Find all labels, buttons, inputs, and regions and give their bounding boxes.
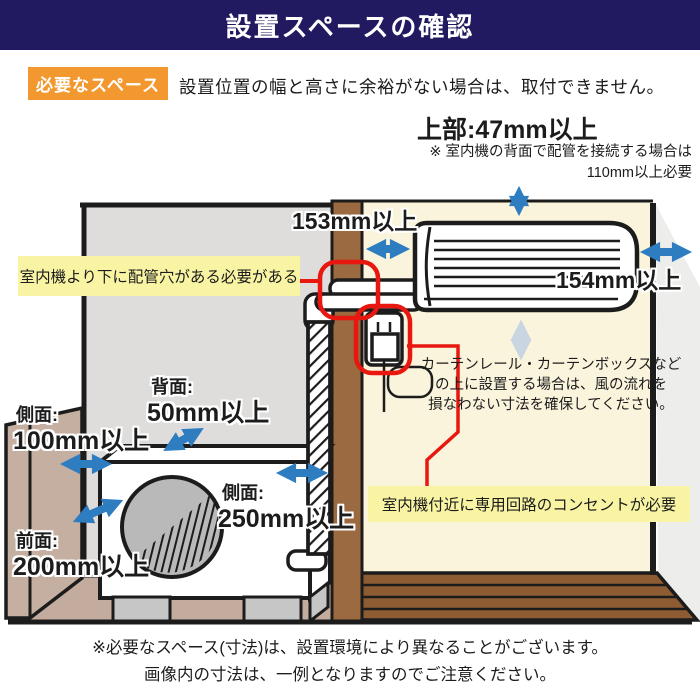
outdoor-unit (94, 441, 336, 625)
curtain-note-line1: カーテンレール・カーテンボックスなど (420, 357, 682, 373)
insulated-pipe (306, 320, 332, 556)
side-right-clearance-value: 250mm以上 (218, 505, 355, 533)
louver-lines (424, 239, 620, 301)
indoor-unit (412, 220, 640, 313)
arrow-front-icon (72, 498, 124, 524)
clearance-arrows (59, 185, 693, 524)
back-clearance-value: 50mm以上 (147, 399, 270, 427)
front-clearance-title: 前面: (16, 531, 58, 551)
curtain-note-line3: 損なわない寸法を確保してください。 (428, 397, 674, 413)
top-clearance-note: ※ 室内機の背面で配管を接続する場合は 110mm以上必要 (404, 142, 692, 184)
required-space-badge: 必要なスペース (28, 67, 168, 100)
front-clearance-value: 200mm以上 (13, 553, 150, 581)
red-highlights (298, 259, 460, 487)
top-clearance-note-line2: 110mm以上必要 (586, 165, 692, 181)
footer-note-line2: 画像内の寸法は、一例となりますのでご注意ください。 (143, 666, 556, 684)
arrow-back-icon (163, 428, 204, 451)
footer-note-line1: ※必要なスペース(寸法)は、設置環境により異なることがございます。 (92, 639, 608, 657)
outlet-marker (353, 303, 413, 376)
side-right-clearance-title: 側面: (222, 483, 264, 503)
pipe-hole-callout: 室内機より下に配管穴がある必要がある (18, 256, 300, 296)
outlet-note-leader (407, 344, 460, 487)
intro-text: 設置位置の幅と高さに余裕がない場合は、取付できません。 (179, 77, 665, 97)
top-clearance-note-line1: ※ 室内機の背面で配管を接続する場合は (429, 144, 692, 160)
top-clearance-label: 上部:47mm以上 (417, 116, 598, 144)
unit-foot-side (308, 579, 330, 625)
back-clearance-title: 背面: (151, 377, 193, 397)
outlet-callout: 室内機付近に専用回路のコンセントが必要 (368, 486, 690, 522)
pipe-hole-marker (317, 259, 381, 321)
right-clearance-label: 154mm以上 (556, 267, 682, 293)
side-left-clearance-title: 側面: (16, 405, 58, 425)
plug-icon (370, 332, 400, 362)
wood-floor (358, 571, 700, 622)
curtain-note-line2: の上に設置する場合は、風の流れを (435, 377, 667, 393)
left-clearance-label: 153mm以上 (292, 208, 418, 234)
cord-holder (386, 365, 434, 399)
page-title: 設置スペースの確認 (225, 11, 475, 42)
curtain-note: カーテンレール・カーテンボックスなど の上に設置する場合は、風の流れを 損なわな… (420, 355, 682, 415)
unit-foot-right (242, 595, 303, 623)
power-outlet (364, 311, 434, 412)
side-left-clearance-value: 100mm以上 (13, 427, 150, 455)
page-header: 設置スペースの確認 (0, 0, 700, 50)
unit-foot-left (111, 595, 172, 623)
piping (286, 278, 424, 572)
